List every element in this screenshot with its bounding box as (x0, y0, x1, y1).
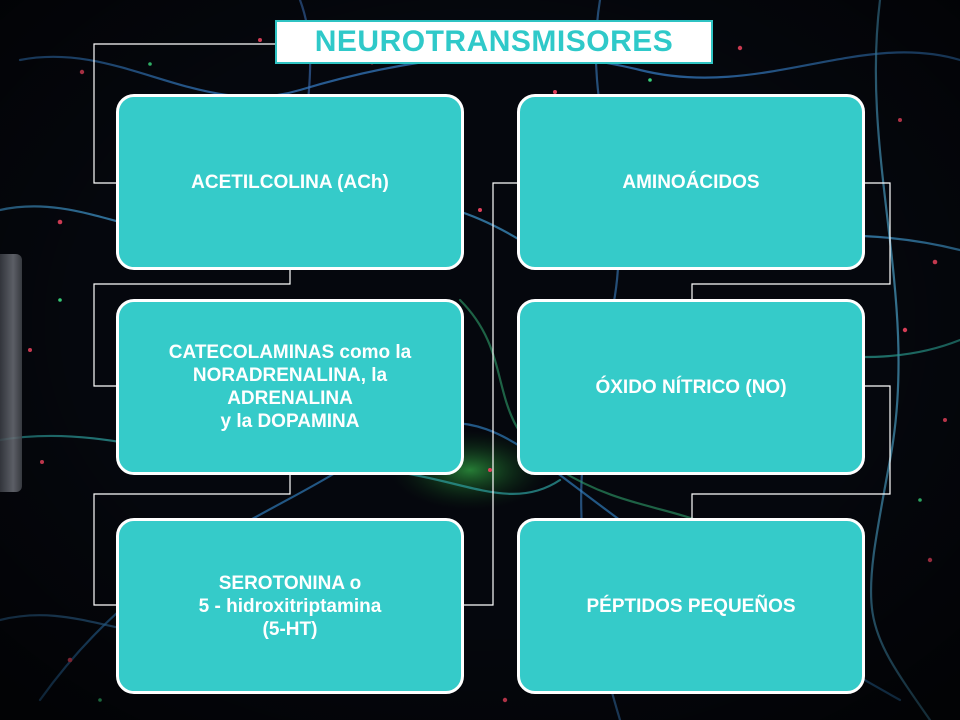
node-peptidos-pequenos: PÉPTIDOS PEQUEÑOS (517, 518, 865, 694)
node-aminoacidos: AMINOÁCIDOS (517, 94, 865, 270)
node-acetilcolina: ACETILCOLINA (ACh) (116, 94, 464, 270)
node-oxido-nitrico: ÓXIDO NÍTRICO (NO) (517, 299, 865, 475)
side-scroll-handle (0, 254, 22, 492)
node-serotonina: SEROTONINA o 5 - hidroxitriptamina (5-HT… (116, 518, 464, 694)
node-catecolaminas: CATECOLAMINAS como la NORADRENALINA, la … (116, 299, 464, 475)
diagram-title: NEUROTRANSMISORES (275, 20, 713, 64)
